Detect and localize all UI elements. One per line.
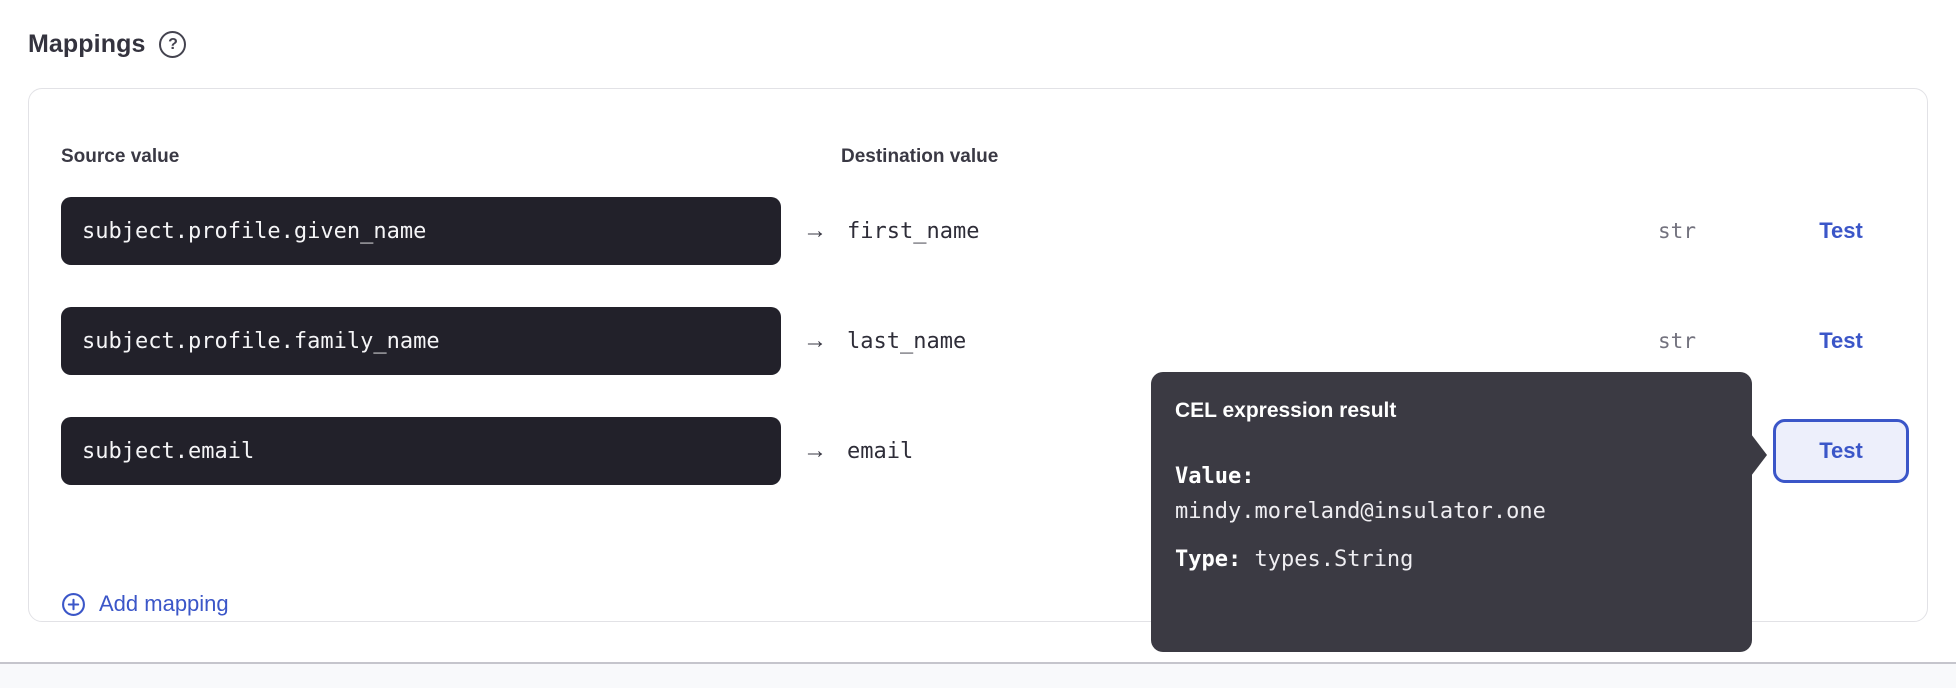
- tooltip-title: CEL expression result: [1175, 399, 1397, 422]
- test-button-focused[interactable]: Test: [1773, 419, 1909, 483]
- tooltip-type-line: Type: types.String: [1175, 542, 1728, 577]
- arrow-right-icon: →: [803, 327, 827, 354]
- column-headers: Source value Destination value: [61, 146, 1909, 168]
- source-value-header: Source value: [61, 146, 180, 167]
- destination-value: email: [847, 438, 914, 464]
- tooltip-type-value: types.String: [1254, 547, 1414, 572]
- test-cell: Test: [1773, 218, 1909, 244]
- arrow-right-icon: →: [803, 437, 827, 464]
- help-icon[interactable]: ?: [159, 31, 187, 58]
- type-badge: str: [1658, 329, 1696, 353]
- source-value-input[interactable]: [61, 197, 781, 265]
- mapping-row-email: → email Test: [61, 417, 1909, 485]
- mapping-row-family-name: → last_name str Test: [61, 307, 1909, 375]
- type-badge: str: [1658, 219, 1696, 243]
- test-button[interactable]: Test: [1819, 328, 1863, 353]
- tooltip-value-label-text: Value:: [1175, 464, 1255, 489]
- destination-value: first_name: [847, 218, 980, 244]
- tooltip-arrow-icon: [1751, 434, 1767, 476]
- test-button[interactable]: Test: [1819, 218, 1863, 243]
- tooltip-value: mindy.moreland@insulator.one: [1175, 499, 1546, 524]
- test-cell: Test: [1773, 419, 1909, 483]
- mapping-row-given-name: → first_name str Test: [61, 197, 1909, 265]
- mappings-card: Source value Destination value → first_n…: [28, 88, 1928, 622]
- add-mapping-label: Add mapping: [99, 591, 229, 616]
- destination-value: last_name: [847, 328, 967, 354]
- destination-value-header: Destination value: [841, 146, 999, 167]
- page-header: Mappings ?: [28, 30, 187, 59]
- add-mapping-button[interactable]: Add mapping: [61, 591, 229, 617]
- arrow-right-icon: →: [803, 217, 827, 244]
- circle-plus-icon: [61, 592, 86, 617]
- section-divider: [0, 662, 1956, 688]
- source-value-input[interactable]: [61, 307, 781, 375]
- page-title: Mappings: [28, 30, 146, 58]
- source-value-input[interactable]: [61, 417, 781, 485]
- tooltip-type-label-text: Type:: [1175, 547, 1242, 572]
- cel-result-tooltip: CEL expression result Value: mindy.morel…: [1151, 372, 1767, 652]
- tooltip-value-label: Value:: [1175, 459, 1728, 494]
- test-cell: Test: [1773, 328, 1909, 354]
